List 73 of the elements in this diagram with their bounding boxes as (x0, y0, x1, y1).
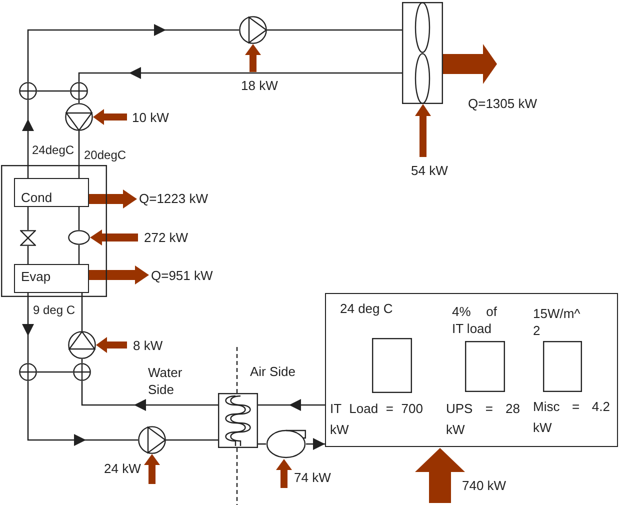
side-label: Water Side (148, 364, 184, 398)
pump-icon (138, 426, 166, 454)
edge-label: 10 kW (132, 110, 169, 126)
temperature-label: 24 deg C (340, 301, 393, 317)
energy-arrow (415, 104, 431, 157)
pipe-line (166, 439, 218, 441)
flow-arrow (306, 438, 325, 450)
energy-arrow (144, 454, 160, 484)
equipment-box (465, 341, 505, 392)
pipe-line (37, 90, 70, 92)
pipe-line (27, 246, 29, 264)
edge-label: 74 kW (294, 470, 331, 486)
energy-arrow (443, 44, 497, 84)
edge-label: 54 kW (411, 163, 448, 179)
load-label: IT Load = 700 kW (330, 400, 423, 439)
temperature-label: 9 deg C (33, 302, 76, 318)
equipment-box (372, 338, 412, 393)
pump-icon (68, 331, 96, 359)
junction-icon (19, 82, 37, 100)
flow-arrow (22, 293, 34, 363)
energy-arrow (415, 448, 465, 503)
pipe-line (37, 371, 73, 373)
edge-label: 740 kW (462, 478, 506, 494)
load-label: Misc = 4.2 kW (533, 398, 610, 437)
expansion-valve-icon (20, 230, 36, 246)
condenser-label: Cond (21, 190, 52, 206)
pipe-line (78, 131, 80, 178)
edge-label: Q=1305 kW (468, 96, 538, 112)
energy-arrow (96, 337, 127, 353)
equipment-box (543, 341, 582, 392)
energy-arrow (245, 44, 261, 72)
pipe-line (27, 207, 29, 230)
pipe-line (78, 207, 80, 230)
temperature-label: 20degC (84, 147, 126, 163)
heat-exchanger-icon (218, 393, 258, 448)
temperature-label: 24degC (32, 142, 74, 158)
pipe-line (81, 293, 83, 331)
compressor-icon (68, 230, 90, 245)
load-label: 15W/m^ 2 (533, 305, 582, 339)
energy-arrow (93, 109, 127, 125)
room-box (325, 293, 618, 447)
flow-arrow (27, 24, 239, 82)
edge-label: 18 kW (241, 78, 278, 94)
edge-label: 272 kW (144, 230, 188, 246)
energy-arrow (89, 266, 149, 284)
flow-arrow (27, 381, 138, 446)
blower-icon (266, 429, 306, 459)
flow-arrow (258, 399, 325, 411)
edge-label: Q=951 kW (151, 268, 213, 284)
edge-label: Q=1223 kW (139, 191, 208, 207)
pipe-line (78, 245, 80, 264)
evaporator-label: Evap (21, 269, 51, 285)
pump-icon (65, 103, 93, 131)
junction-icon (73, 363, 91, 381)
chiller-box (1, 165, 107, 297)
evaporator-box (14, 264, 89, 293)
load-label: 4% of IT load (452, 303, 497, 337)
flow-arrow (81, 381, 218, 411)
junction-icon (70, 82, 88, 100)
edge-label: 8 kW (133, 338, 163, 354)
cooling-tower-icon (402, 2, 443, 104)
load-label: UPS = 28 kW (446, 400, 520, 439)
energy-arrow (90, 230, 138, 246)
side-label: Air Side (250, 364, 296, 380)
pipe-line (267, 29, 402, 31)
pump-icon (239, 16, 267, 44)
junction-icon (19, 363, 37, 381)
condenser-box (14, 178, 89, 207)
energy-arrow (276, 459, 292, 488)
energy-arrow (89, 190, 137, 208)
edge-label: 24 kW (104, 461, 141, 477)
flow-arrow (22, 100, 34, 178)
flow-arrow (78, 67, 402, 82)
